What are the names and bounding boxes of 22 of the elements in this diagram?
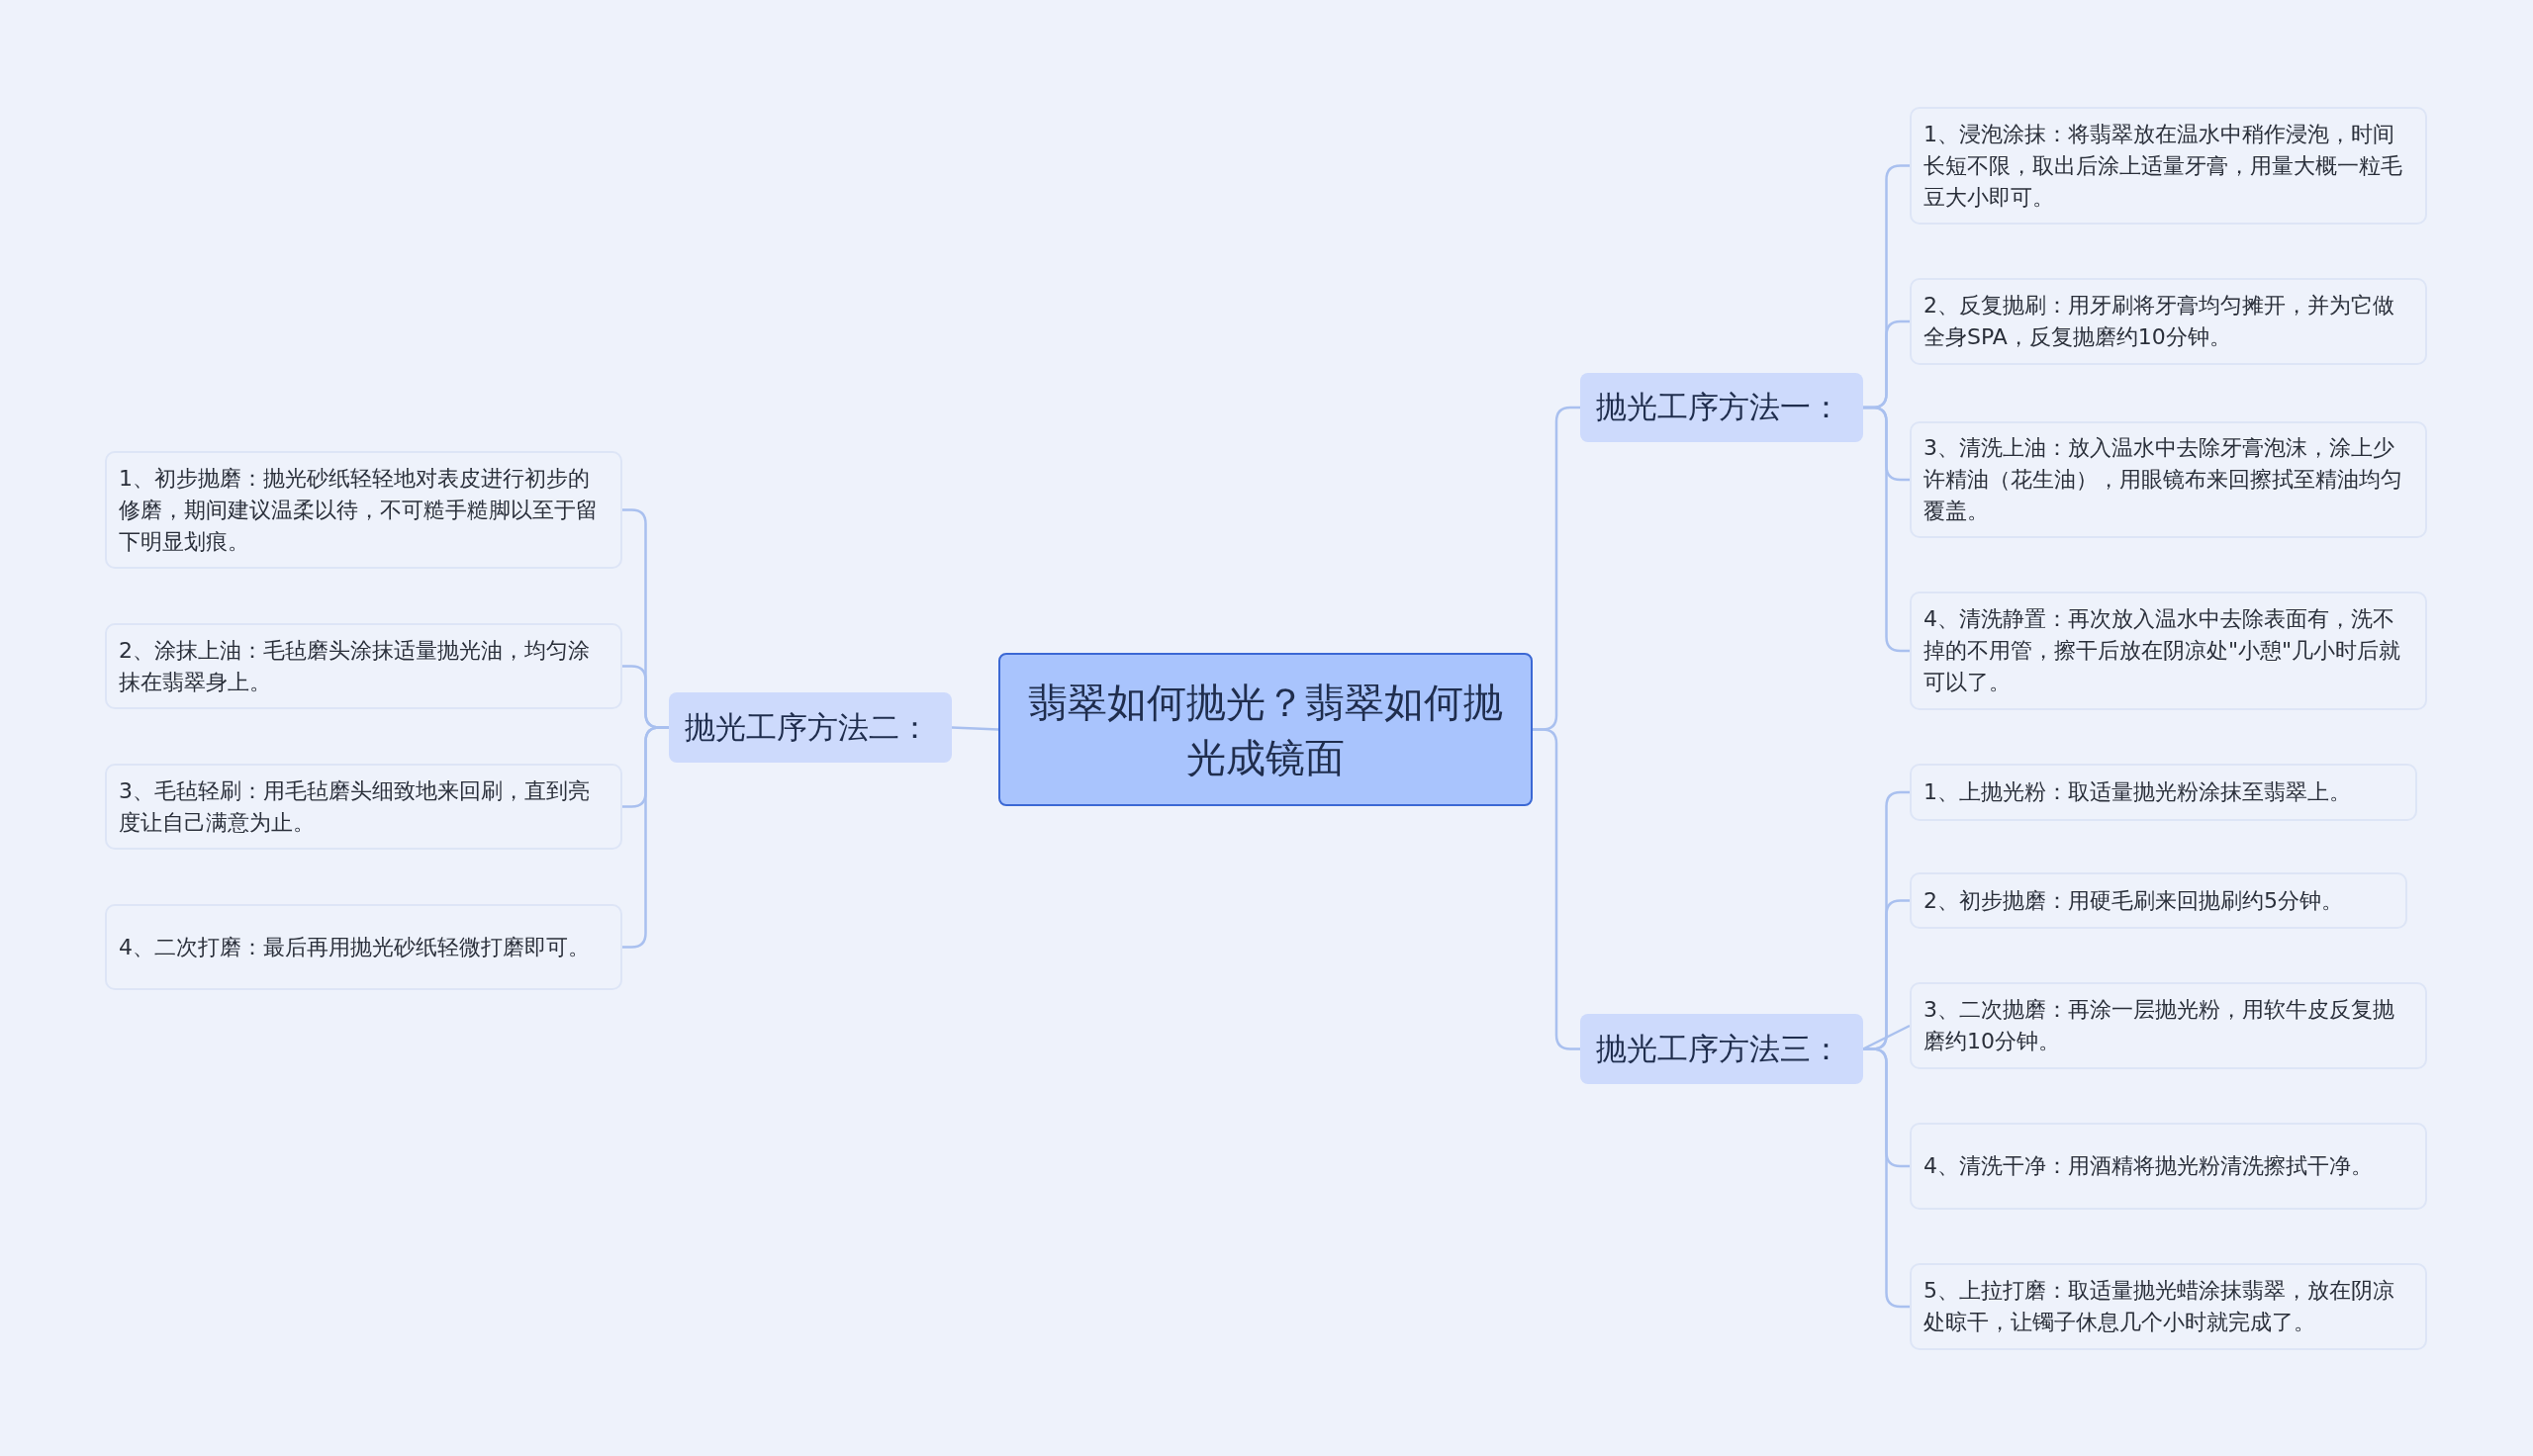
note-box: 1、浸泡涂抹：将翡翠放在温水中稍作浸泡，时间长短不限，取出后涂上适量牙膏，用量大概一粒毛豆大小即可。: [1910, 107, 2427, 225]
note-box: 4、清洗干净：用酒精将抛光粉清洗擦拭干净。: [1910, 1123, 2427, 1210]
note-box: 4、二次打磨：最后再用抛光砂纸轻微打磨即可。: [105, 904, 622, 990]
branch-box: 抛光工序方法一：: [1580, 373, 1863, 442]
connector-line: [1863, 406, 1910, 653]
note-box: 3、清洗上油：放入温水中去除牙膏泡沫，涂上少许精油（花生油），用眼镜布来回擦拭至精油均匀覆盖。: [1910, 421, 2427, 538]
note-box: 2、反复抛刷：用牙刷将牙膏均匀摊开，并为它做全身SPA，反复抛磨约10分钟。: [1910, 278, 2427, 365]
connector-line: [622, 726, 669, 949]
note-box: 5、上拉打磨：取适量抛光蜡涂抹翡翠，放在阴凉处晾干，让镯子休息几个小时就完成了。: [1910, 1263, 2427, 1350]
note-box: 2、涂抹上油：毛毡磨头涂抹适量抛光油，均匀涂抹在翡翠身上。: [105, 623, 622, 709]
branch-box: 抛光工序方法三：: [1580, 1014, 1863, 1084]
branch-box: 抛光工序方法二：: [669, 692, 952, 763]
connector-line: [1863, 1047, 1910, 1309]
note-box: 4、清洗静置：再次放入温水中去除表面有，洗不掉的不用管，擦干后放在阴凉处"小憩"几小时后就可以了。: [1910, 592, 2427, 710]
note-box: 1、初步抛磨：抛光砂纸轻轻地对表皮进行初步的修磨，期间建议温柔以待，不可糙手糙脚以至于留下明显划痕。: [105, 451, 622, 569]
note-box: 2、初步抛磨：用硬毛刷来回抛刷约5分钟。: [1910, 872, 2407, 929]
note-box: 3、毛毡轻刷：用毛毡磨头细致地来回刷，直到亮度让自己满意为止。: [105, 764, 622, 850]
note-box: 3、二次抛磨：再涂一层抛光粉，用软牛皮反复抛磨约10分钟。: [1910, 982, 2427, 1069]
connector-line: [1862, 1024, 1911, 1050]
topic-box: 翡翠如何抛光？翡翠如何抛光成镜面: [998, 653, 1533, 806]
note-box: 1、上抛光粉：取适量抛光粉涂抹至翡翠上。: [1910, 764, 2417, 821]
connector-line: [951, 726, 999, 731]
